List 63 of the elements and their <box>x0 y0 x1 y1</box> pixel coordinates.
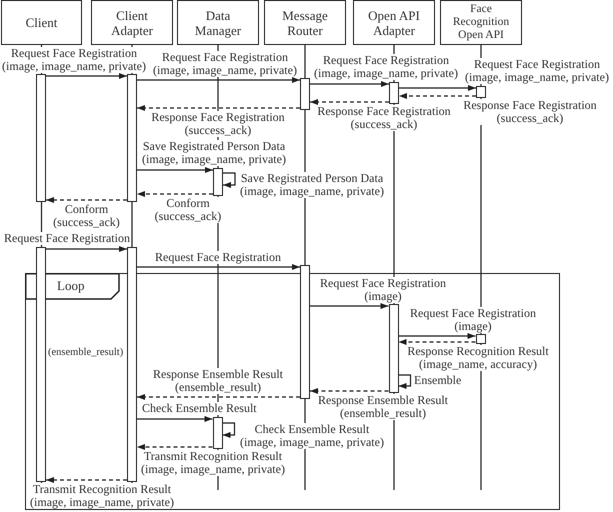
edge-label: Request Face Registration (image, image_name, private) <box>463 58 611 84</box>
dashed-arrow <box>310 99 389 105</box>
arrow <box>310 81 389 87</box>
arrow <box>137 167 213 173</box>
dashed-arrow <box>398 339 476 345</box>
participant-box <box>440 0 522 45</box>
activation-bar <box>476 86 486 98</box>
activation-bar <box>36 247 46 482</box>
edge-label: Save Registrated Person Data (image, image_name, private) <box>238 172 386 198</box>
edge-label: Transmit Recognition Result (image, image_name, private) <box>28 483 176 509</box>
activation-bar <box>213 168 223 196</box>
self-call-arrow <box>223 172 236 188</box>
participant-name: Data Manager <box>194 8 242 38</box>
arrow <box>137 77 300 83</box>
dashed-arrow <box>137 191 213 197</box>
dashed-arrow <box>137 105 300 111</box>
edge-label: Save Registrated Person Data (image, image_name, private) <box>140 140 288 166</box>
dashed-arrow <box>310 388 388 394</box>
participant-name: Client Adapter <box>110 8 154 38</box>
participant-box <box>353 0 435 45</box>
note-text: (ensemble_result) <box>48 346 124 359</box>
activation-bar <box>476 334 486 344</box>
edge-label: Request Face Registration (image, image_name, private) <box>151 51 299 77</box>
participant-box <box>264 0 346 45</box>
edge-label: Check Ensemble Result (image, image_name, private) <box>238 423 386 449</box>
activation-bar <box>127 74 137 202</box>
activation-bar <box>212 416 222 448</box>
participant-box <box>1 0 82 45</box>
activation-bar <box>300 78 310 110</box>
arrow <box>137 264 300 270</box>
edge-label: Request Face Registration (image, image_name, private) <box>312 54 460 80</box>
edge-label: Request Face Registration <box>4 232 130 245</box>
frame-title: Loop <box>57 278 84 293</box>
arrow <box>398 333 476 339</box>
self-call-arrow <box>222 422 236 438</box>
participant-box <box>177 0 259 45</box>
self-call-arrow <box>398 374 412 389</box>
participant-name: Client <box>24 15 58 30</box>
arrow <box>137 416 212 422</box>
edge-label: Ensemble <box>414 374 462 387</box>
activation-bar <box>36 74 46 202</box>
participant-name: Open API Adapter <box>367 8 421 38</box>
arrow <box>46 73 127 79</box>
activation-bar <box>300 265 310 399</box>
loop-frame <box>25 273 560 510</box>
arrow <box>310 303 388 309</box>
arrow <box>46 246 127 252</box>
activation-bar <box>388 304 398 392</box>
dashed-arrow <box>399 93 476 99</box>
edge-label: Transmit Recognition Result (image, image_name, private) <box>139 450 287 476</box>
edge-label: Request Face Registration (image, image_name, private) <box>0 47 148 73</box>
dashed-arrow <box>137 394 300 400</box>
activation-bar <box>389 82 399 104</box>
edge-label: Check Ensemble Result <box>142 402 257 415</box>
dashed-arrow <box>137 444 212 450</box>
activation-bar <box>127 247 137 482</box>
participant-name: Face Recognition Open API <box>452 3 510 42</box>
arrow <box>399 85 476 91</box>
participant-name: Message Router <box>281 8 329 38</box>
dashed-arrow <box>46 197 127 203</box>
participant-box <box>91 0 173 45</box>
edge-label: Request Face Registration <box>155 251 281 264</box>
dashed-arrow <box>46 477 127 483</box>
